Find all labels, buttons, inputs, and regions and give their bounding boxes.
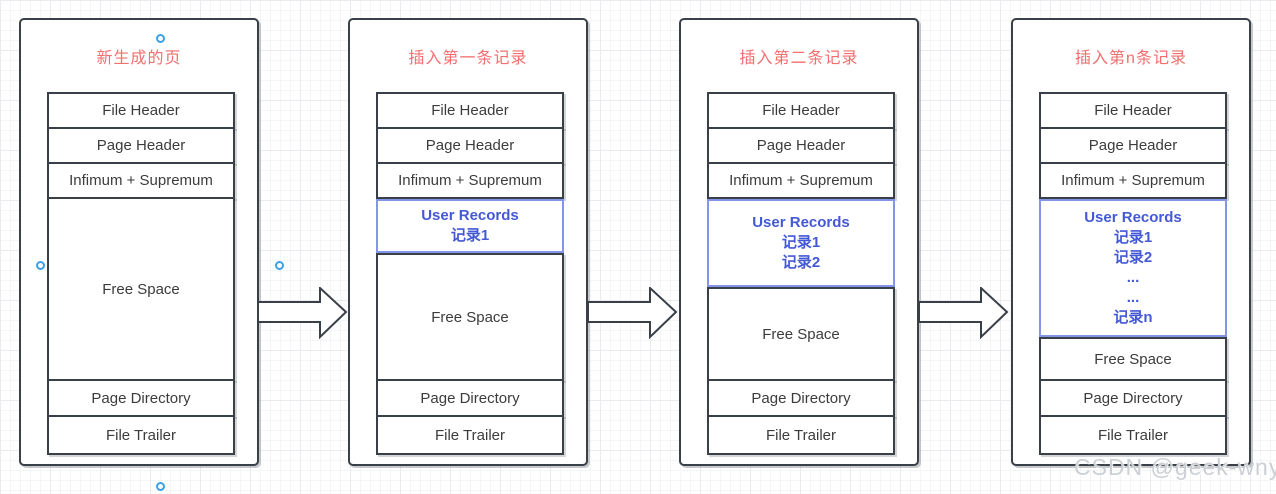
section-infimum-supremum[interactable]: Infimum + Supremum — [707, 162, 895, 199]
section-page-header[interactable]: Page Header — [1039, 127, 1227, 164]
section-user-records[interactable]: User Records 记录1 — [376, 199, 564, 253]
csdn-watermark: CSDN @geek-wny — [1074, 454, 1276, 480]
right-arrow-icon — [918, 285, 1009, 340]
right-arrow-icon — [587, 285, 678, 340]
section-file-header[interactable]: File Header — [1039, 92, 1227, 129]
flow-arrow[interactable] — [257, 285, 348, 340]
section-page-directory[interactable]: Page Directory — [47, 379, 235, 417]
page-shape-new[interactable]: 新生成的页 File Header Page Header Infimum + … — [19, 18, 284, 491]
page-title: 插入第二条记录 — [739, 50, 859, 67]
section-file-header[interactable]: File Header — [707, 92, 895, 129]
section-file-header[interactable]: File Header — [376, 92, 564, 129]
page-structure-stack: File Header Page Header Infimum + Suprem… — [376, 92, 564, 455]
page-structure-stack: File Header Page Header Infimum + Suprem… — [47, 92, 235, 455]
section-file-header[interactable]: File Header — [47, 92, 235, 129]
user-record: 记录1 — [1113, 229, 1153, 246]
section-user-records[interactable]: User Records 记录1 记录2 — [707, 199, 895, 287]
user-records-label: User Records — [752, 214, 850, 231]
user-records-label: User Records — [1084, 209, 1182, 226]
section-page-directory[interactable]: Page Directory — [707, 379, 895, 417]
page-title: 新生成的页 — [96, 50, 182, 67]
page-structure-stack: File Header Page Header Infimum + Suprem… — [1039, 92, 1227, 455]
selection-handle-right[interactable] — [275, 261, 284, 270]
section-free-space[interactable]: Free Space — [707, 287, 895, 381]
page-title: 插入第n条记录 — [1075, 50, 1187, 67]
user-record: ... — [1126, 289, 1140, 306]
page-structure-stack: File Header Page Header Infimum + Suprem… — [707, 92, 895, 455]
flow-arrow[interactable] — [587, 285, 678, 340]
section-page-directory[interactable]: Page Directory — [1039, 379, 1227, 417]
flow-arrow[interactable] — [918, 285, 1009, 340]
section-page-header[interactable]: Page Header — [707, 127, 895, 164]
section-user-records[interactable]: User Records 记录1 记录2 ... ... 记录n — [1039, 199, 1227, 337]
user-record: 记录n — [1113, 309, 1153, 326]
section-free-space[interactable]: Free Space — [376, 253, 564, 381]
section-page-header[interactable]: Page Header — [376, 127, 564, 164]
user-record: 记录1 — [781, 234, 821, 251]
section-file-trailer[interactable]: File Trailer — [707, 415, 895, 455]
user-record: ... — [1126, 269, 1140, 286]
section-free-space[interactable]: Free Space — [47, 197, 235, 381]
right-arrow-icon — [257, 285, 348, 340]
user-record: 记录2 — [1113, 249, 1153, 266]
section-file-trailer[interactable]: File Trailer — [376, 415, 564, 455]
section-file-trailer[interactable]: File Trailer — [47, 415, 235, 455]
selection-handle-left[interactable] — [36, 261, 45, 270]
selection-handle-top[interactable] — [156, 34, 165, 43]
section-file-trailer[interactable]: File Trailer — [1039, 415, 1227, 455]
user-record: 记录2 — [781, 254, 821, 271]
page-title: 插入第一条记录 — [408, 50, 528, 67]
section-infimum-supremum[interactable]: Infimum + Supremum — [1039, 162, 1227, 199]
section-page-directory[interactable]: Page Directory — [376, 379, 564, 417]
section-free-space[interactable]: Free Space — [1039, 337, 1227, 381]
page-shape-first-record[interactable]: 插入第一条记录 File Header Page Header Infimum … — [348, 18, 588, 466]
section-page-header[interactable]: Page Header — [47, 127, 235, 164]
section-infimum-supremum[interactable]: Infimum + Supremum — [376, 162, 564, 199]
page-shape-nth-record[interactable]: 插入第n条记录 File Header Page Header Infimum … — [1011, 18, 1251, 466]
section-infimum-supremum[interactable]: Infimum + Supremum — [47, 162, 235, 199]
selection-handle-bottom[interactable] — [156, 482, 165, 491]
page-shape-second-record[interactable]: 插入第二条记录 File Header Page Header Infimum … — [679, 18, 919, 466]
user-record: 记录1 — [450, 227, 490, 244]
user-records-label: User Records — [421, 207, 519, 224]
